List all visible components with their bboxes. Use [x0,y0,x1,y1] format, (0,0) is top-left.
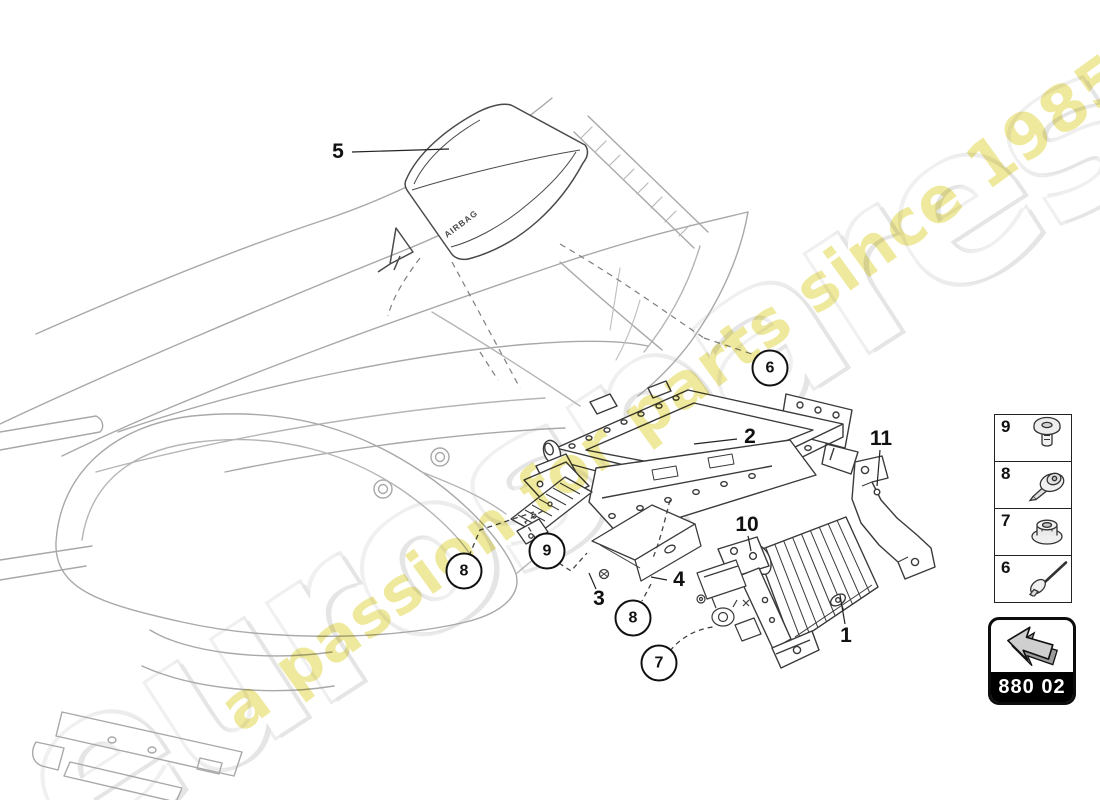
fastener-legend: 9 8 [994,414,1072,603]
callout-4[interactable]: 4 [673,568,685,591]
callout-11[interactable]: 11 [869,427,893,450]
callout-3[interactable]: 3 [593,587,605,610]
dashboard-outline [0,97,749,800]
airbag-cover-part: AIRBAG [377,103,589,273]
legend-item-9[interactable]: 9 [995,415,1071,462]
strap-bracket-part [851,455,936,580]
legend-number: 8 [1001,464,1011,483]
callout-2[interactable]: 2 [744,425,756,448]
legend-number: 6 [1001,558,1011,577]
legend-item-7[interactable]: 7 [995,509,1071,556]
callout-7-circle[interactable]: 7 [640,644,678,682]
callout-8-circle-left[interactable]: 8 [445,552,483,590]
flange-nut-icon [1025,510,1069,555]
legend-item-8[interactable]: 8 [995,462,1071,509]
washer-screw-icon [1025,463,1069,508]
back-arrow-icon [991,620,1073,672]
callout-6-circle[interactable]: 6 [751,349,789,387]
legend-item-6[interactable]: 6 [995,556,1071,602]
section-code-label: 880 02 [991,672,1073,702]
blind-rivet-icon [1025,557,1069,602]
pan-head-screw-icon [1025,416,1069,461]
callout-1[interactable]: 1 [840,624,852,647]
leader-lines [351,148,881,625]
airbag-frame-part [523,380,859,537]
alignment-dashed-lines [387,243,753,389]
callout-8-circle-mid[interactable]: 8 [614,599,652,637]
callout-5[interactable]: 5 [332,140,344,163]
callout-9-circle[interactable]: 9 [528,532,566,570]
legend-number: 9 [1001,417,1011,436]
module-mounting-bracket [717,536,820,669]
igniter-connector-detail [696,559,762,642]
callout-10[interactable]: 10 [735,513,759,536]
section-code-box[interactable]: 880 02 [988,617,1076,705]
support-bracket-part [591,504,702,582]
legend-number: 7 [1001,511,1011,530]
airbag-module-part [696,516,879,669]
dashed-leader-lines [468,499,714,652]
